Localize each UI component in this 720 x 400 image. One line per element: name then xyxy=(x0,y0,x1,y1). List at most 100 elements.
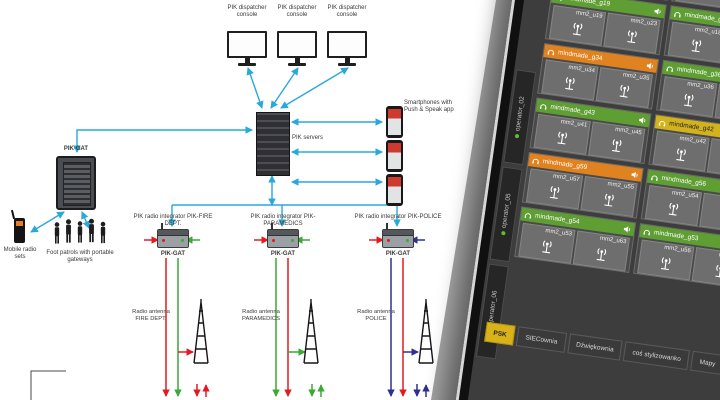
radio-channel-cell[interactable]: mm2_u53 xyxy=(518,222,576,264)
dispatcher-console: PIK dispatcher console xyxy=(226,5,268,66)
antenna-icon xyxy=(687,37,705,53)
operator-tab-label: operator_02 xyxy=(514,96,527,132)
smartphone-icon xyxy=(386,106,403,138)
radio-channel-cell[interactable]: mm2_u45 xyxy=(588,121,646,163)
bottom-tab[interactable]: SIECownia xyxy=(516,326,567,353)
headset-icon xyxy=(658,118,667,127)
antenna-icon xyxy=(538,238,556,254)
bottom-tab[interactable]: PSK xyxy=(484,321,516,346)
walkie-talkie-icon xyxy=(10,209,25,243)
antenna-icon xyxy=(553,129,571,145)
radio-channel-cell[interactable]: mm2_u64 xyxy=(691,247,720,289)
speaker-icon xyxy=(630,170,639,179)
monitor-icon xyxy=(277,31,317,58)
bottom-tab-label: Mapy xyxy=(699,358,716,368)
headset-icon xyxy=(539,101,548,110)
integrator-branch: PIK radio integrator PIK-POLICE PIK-GAT … xyxy=(352,214,444,357)
operator-tab[interactable]: operator_06 xyxy=(475,263,509,360)
console-label: PIK dispatcher console xyxy=(277,5,317,19)
radio-channel-cell[interactable]: mm2_u41 xyxy=(533,113,591,155)
radio-channel-label: mm2_u23 xyxy=(630,17,658,28)
frame-corner-line xyxy=(30,370,66,400)
antenna-tower-icon xyxy=(299,299,323,367)
headset-icon xyxy=(665,64,674,73)
radio-channel-cell[interactable]: mm2_u19 xyxy=(548,4,607,46)
speaker-icon xyxy=(646,61,655,70)
integrator-label: PIK radio integrator PIK-PARAMEDICS xyxy=(250,214,316,227)
antenna-label: Radio antenna POLICE xyxy=(357,309,395,322)
radio-channel-cell[interactable]: mm2_u42 xyxy=(652,130,710,172)
speaker-icon xyxy=(623,224,632,233)
servers-label: PIK servers xyxy=(292,135,324,141)
bottom-tab[interactable]: Mapy xyxy=(690,350,720,375)
antenna-icon xyxy=(623,28,641,44)
radio-channel-cell[interactable]: mm2_u18 xyxy=(667,21,720,63)
monitor-base xyxy=(288,63,306,66)
console-label: PIK dispatcher console xyxy=(227,5,267,19)
radio-channel-label: mm2_u19 xyxy=(575,10,603,20)
green-led xyxy=(181,239,184,242)
radio-channel-cell[interactable]: mm2_u55 xyxy=(580,175,638,218)
gateway-device-icon xyxy=(56,156,96,210)
channel-group-tile[interactable]: mindmade_g53 mm2_u56 mm2_u64 xyxy=(633,223,720,290)
antenna-icon xyxy=(607,137,625,153)
bottom-tab[interactable]: coś stylizowanko xyxy=(623,341,691,371)
channel-group-grid: mindmade_g20 mm2_u21 mm2_u20 xyxy=(512,0,720,293)
tablet-screen: operator_02 operator_05 operator_06 xyxy=(465,0,720,400)
green-led xyxy=(291,239,294,242)
headset-icon xyxy=(554,0,563,2)
integrator-label: PIK radio integrator PIK-POLICE xyxy=(354,214,442,220)
gateway-label: PIK-GAT xyxy=(63,146,89,152)
radio-channel-label: mm2_u36 xyxy=(686,81,715,91)
gateway-label: PIK-GAT xyxy=(270,251,296,257)
radio-channel-label: mm2_u56 xyxy=(663,244,692,255)
antenna-icon xyxy=(664,200,682,216)
foot-patrols-icon xyxy=(54,218,106,244)
foot-patrols-label: Foot patrols with portable gateways xyxy=(46,250,114,264)
antenna-icon xyxy=(615,82,633,98)
headset-icon xyxy=(524,210,533,219)
dispatcher-consoles: PIK dispatcher console PIK dispatcher co… xyxy=(226,5,368,66)
dispatcher-console: PIK dispatcher console xyxy=(326,5,368,66)
monitor-base xyxy=(238,63,256,66)
monitor-stand xyxy=(344,58,350,63)
radio-channel-cell[interactable]: mm2_u57 xyxy=(525,168,584,210)
antenna-tower-icon xyxy=(414,299,438,367)
antenna-icon xyxy=(545,183,563,199)
bottom-tab-label: coś stylizowanko xyxy=(632,348,682,363)
radio-channel-cell[interactable]: mm2_u36 xyxy=(660,76,718,118)
radio-channel-label: mm2_u45 xyxy=(614,126,643,137)
headset-icon xyxy=(531,156,540,165)
bottom-tab-label: PSK xyxy=(492,329,508,339)
antenna-icon xyxy=(561,74,579,90)
monitor-stand xyxy=(244,58,250,63)
operator-tab-label: operator_06 xyxy=(486,290,499,326)
antenna-icon xyxy=(568,20,586,36)
antenna-icon xyxy=(711,262,720,278)
radio-channel-cell[interactable]: mm2_u54 xyxy=(644,185,702,227)
bottom-tab[interactable]: Dźwiękownia xyxy=(566,333,624,361)
antenna-icon xyxy=(656,255,674,271)
radio-channel-cell[interactable]: mm2_u56 xyxy=(637,239,695,281)
radio-channel-cell[interactable]: mm2_u58 xyxy=(699,192,720,234)
radio-channel-cell[interactable]: mm2_u23 xyxy=(603,12,661,54)
radio-channel-cell[interactable]: mm2_u46 xyxy=(706,138,720,180)
integrator-label: PIK radio integrator PIK-FIRE DEPT. xyxy=(133,214,213,227)
antenna-icon xyxy=(592,245,610,261)
integrator-device-icon xyxy=(157,223,189,248)
bottom-tab-label: SIECownia xyxy=(525,333,558,346)
speaker-icon xyxy=(638,115,647,124)
smartphone-icon xyxy=(386,140,403,172)
monitor-base xyxy=(338,63,356,66)
cyan-network-links xyxy=(30,67,401,233)
antenna-icon xyxy=(679,91,697,107)
antenna-label: Radio antenna FIRE DEPT. xyxy=(132,309,170,322)
radio-channel-cell[interactable]: mm2_u63 xyxy=(572,230,630,272)
radio-channel-label: mm2_u35 xyxy=(622,72,650,82)
radio-channel-cell[interactable]: mm2_u34 xyxy=(541,59,599,101)
integrator-device-icon xyxy=(267,223,299,248)
radio-channel-label: mm2_u53 xyxy=(544,228,573,238)
radio-channel-cell[interactable]: mm2_u35 xyxy=(595,67,653,109)
